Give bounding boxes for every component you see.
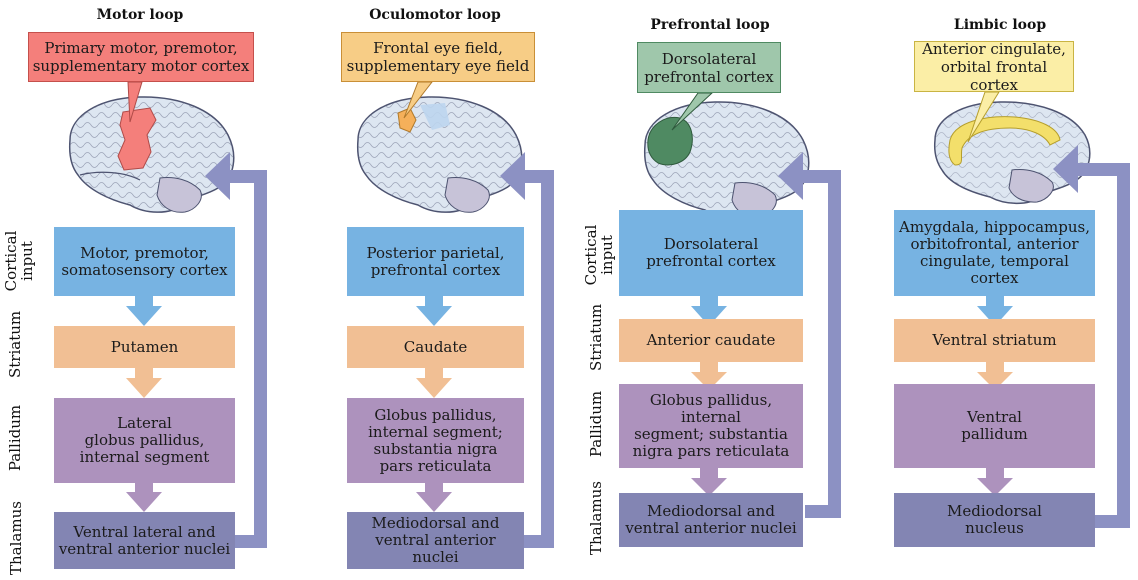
oculomotor-pallidum-box: Globus pallidus, internal segment; subst… — [347, 398, 524, 483]
arrow-pallidum-to-thalamus — [126, 468, 1013, 512]
limbic-striatum-box: Ventral striatum — [894, 319, 1095, 362]
motor-cortical-input-box: Motor, premotor, somatosensory cortex — [54, 227, 235, 296]
side-label-pallidum: Pallidum — [6, 404, 24, 472]
callout-pointer — [127, 81, 143, 123]
oculomotor-striatum-box: Caudate — [347, 326, 524, 368]
loop-title-limbic: Limbic loop — [953, 17, 1047, 33]
prefrontal-thalamus-box: Mediodorsal and ventral anterior nuclei — [619, 493, 803, 547]
loop-back-arrow — [205, 145, 1130, 548]
loop-title-motor: Motor loop — [96, 7, 184, 23]
loop-title-prefrontal: Prefrontal loop — [650, 17, 770, 33]
limbic-pallidum-box: Ventral pallidum — [894, 384, 1095, 468]
callout-prefrontal-cortex: Dorsolateral prefrontal cortex — [637, 42, 781, 93]
callout-motor-cortex: Primary motor, premotor, supplementary m… — [28, 32, 254, 82]
motor-thalamus-box: Ventral lateral and ventral anterior nuc… — [54, 512, 235, 569]
side-label-thalamus: Thalamus — [587, 481, 605, 555]
motor-pallidum-box: Lateral globus pallidus, internal segmen… — [54, 398, 235, 483]
limbic-thalamus-box: Mediodorsal nucleus — [894, 493, 1095, 547]
callout-pointer — [403, 81, 434, 119]
limbic-cortical-input-box: Amygdala, hippocampus, orbitofrontal, an… — [894, 210, 1095, 296]
prefrontal-cortical-input-box: Dorsolateral prefrontal cortex — [619, 210, 803, 296]
side-label-pallidum: Pallidum — [587, 390, 605, 458]
side-label-cortical-input: Cortical input — [582, 224, 616, 286]
callout-pointer — [671, 92, 714, 131]
side-label-striatum: Striatum — [587, 303, 605, 371]
callout-oculomotor-cortex: Frontal eye field, supplementary eye fie… — [341, 32, 535, 82]
arrow-striatum-to-pallidum — [126, 362, 1013, 398]
oculomotor-cortical-input-box: Posterior parietal, prefrontal cortex — [347, 227, 524, 296]
motor-striatum-box: Putamen — [54, 326, 235, 368]
brain-limbic-icon — [933, 101, 1091, 205]
callout-pointer — [967, 91, 1000, 143]
arrow-cortical-to-striatum — [126, 296, 1013, 326]
side-label-thalamus: Thalamus — [7, 501, 25, 575]
prefrontal-striatum-box: Anterior caudate — [619, 319, 803, 362]
side-label-striatum: Striatum — [6, 310, 24, 378]
prefrontal-pallidum-box: Globus pallidus, internal segment; subst… — [619, 384, 803, 468]
loop-title-oculomotor: Oculomotor loop — [369, 7, 501, 23]
callout-limbic-cortex: Anterior cingulate, orbital frontal cort… — [914, 40, 1074, 94]
brain-motor-icon — [68, 96, 235, 213]
side-label-cortical-input: Cortical input — [2, 230, 36, 292]
brain-prefrontal-icon — [643, 101, 810, 218]
brain-oculomotor-icon — [356, 96, 523, 213]
oculomotor-thalamus-box: Mediodorsal and ventral anterior nuclei — [347, 512, 524, 569]
